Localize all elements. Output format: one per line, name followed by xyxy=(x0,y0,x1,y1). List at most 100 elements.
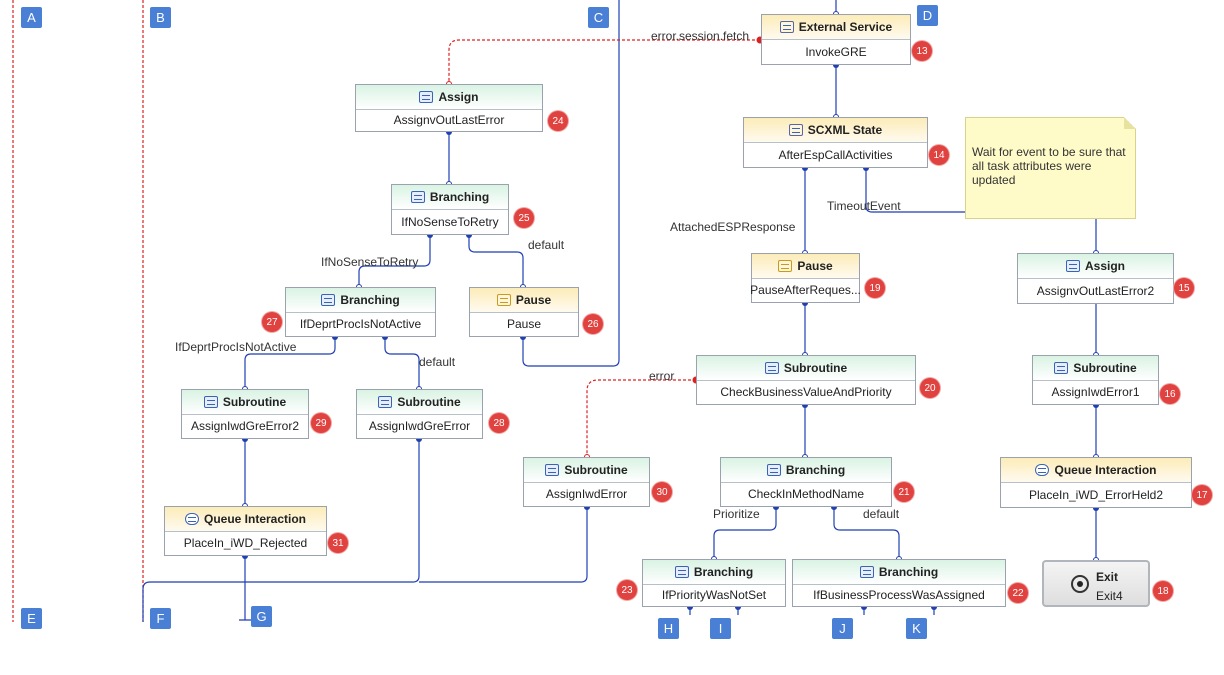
pause-icon xyxy=(496,294,511,306)
node-number-badge: 31 xyxy=(328,533,348,553)
node-number-badge: 26 xyxy=(583,314,603,334)
node-scxml-state-afterespcallactivities[interactable]: SCXML State AfterEspCallActivities xyxy=(743,117,928,168)
assign-icon xyxy=(1065,260,1080,272)
lane-marker-e[interactable]: E xyxy=(21,608,42,629)
node-number-badge: 16 xyxy=(1160,384,1180,404)
node-name: CheckInMethodName xyxy=(747,487,865,501)
subroutine-icon xyxy=(378,396,393,408)
node-queue-interaction-placein-iwd-errorheld2[interactable]: Queue Interaction PlaceIn_iWD_ErrorHeld2 xyxy=(1000,457,1192,508)
node-number-badge: 13 xyxy=(912,41,932,61)
node-type: Branching xyxy=(693,565,754,579)
node-type: Pause xyxy=(515,293,552,307)
node-branching-ifprioritywasnotset[interactable]: Branching IfPriorityWasNotSet xyxy=(642,559,786,607)
node-pause-pause[interactable]: Pause Pause xyxy=(469,287,579,337)
node-name: AssignIwdError1 xyxy=(1051,385,1140,399)
node-pause-pauseafterrequest[interactable]: Pause PauseAfterReques... xyxy=(750,253,861,303)
node-type: Queue Interaction xyxy=(1054,463,1157,477)
error-connector xyxy=(586,379,696,457)
node-number-badge: 28 xyxy=(489,413,509,433)
node-header: Subroutine xyxy=(1033,356,1158,381)
lane-marker-a[interactable]: A xyxy=(21,7,42,28)
subroutine-icon xyxy=(545,464,560,476)
node-exit-exit4[interactable]: Exit Exit4 xyxy=(1042,560,1150,607)
node-header: Subroutine xyxy=(182,390,308,415)
node-header: Branching xyxy=(286,288,435,313)
node-name: IfBusinessProcessWasAssigned xyxy=(813,588,985,602)
node-branching-checkinmethodname[interactable]: Branching CheckInMethodName xyxy=(720,457,892,507)
branching-icon xyxy=(859,566,874,578)
subroutine-icon xyxy=(203,396,218,408)
node-type: Exit xyxy=(1096,570,1119,584)
exit-icon xyxy=(1071,575,1089,593)
node-subroutine-assigniwderror1[interactable]: Subroutine AssignIwdError1 xyxy=(1032,355,1159,405)
node-subroutine-checkbusinessvalueandpriority[interactable]: Subroutine CheckBusinessValueAndPriority xyxy=(696,355,916,405)
node-name: AssignvOutLastError2 xyxy=(1036,283,1155,298)
node-branching-ifbusinessprocesswasassigned[interactable]: Branching IfBusinessProcessWasAssigned xyxy=(792,559,1006,607)
node-header: External Service xyxy=(762,15,910,40)
node-number-badge: 19 xyxy=(865,278,885,298)
queue-interaction-icon xyxy=(184,513,199,525)
edge-label: default xyxy=(419,355,456,369)
node-type: Assign xyxy=(1084,259,1125,273)
node-number-badge: 20 xyxy=(920,378,940,398)
node-number-badge: 18 xyxy=(1153,581,1173,601)
node-header: Pause xyxy=(470,288,578,313)
branching-icon xyxy=(766,464,781,476)
node-number-badge: 14 xyxy=(929,145,949,165)
edge-label: default xyxy=(863,507,900,521)
node-external-service-invokegre[interactable]: External Service InvokeGRE xyxy=(761,14,911,65)
node-name: Pause xyxy=(506,317,542,331)
node-queue-interaction-placein-iwd-rejected[interactable]: Queue Interaction PlaceIn_iWD_Rejected xyxy=(164,506,327,556)
lane-marker-k[interactable]: K xyxy=(906,618,927,639)
node-name: AfterEspCallActivities xyxy=(778,147,893,162)
node-branching-ifnosensetoretry[interactable]: Branching IfNoSenseToRetry xyxy=(391,184,509,235)
subroutine-icon xyxy=(1054,362,1069,374)
node-type: Assign xyxy=(438,90,479,104)
node-header: Assign xyxy=(356,85,542,110)
node-subroutine-assigniwdgreerror2[interactable]: Subroutine AssignIwdGreError2 xyxy=(181,389,309,439)
node-assign-assignvoutlasterror2[interactable]: Assign AssignvOutLastError2 xyxy=(1017,253,1174,304)
node-subroutine-assigniwdgreerror[interactable]: Subroutine AssignIwdGreError xyxy=(356,389,483,439)
annotation-note[interactable]: Wait for event to be sure that all task … xyxy=(965,117,1136,219)
lane-marker-d[interactable]: D xyxy=(917,5,938,26)
node-branching-ifdeprtprocisnotactive[interactable]: Branching IfDeprtProcIsNotActive xyxy=(285,287,436,337)
branching-icon xyxy=(674,566,689,578)
lane-marker-i[interactable]: I xyxy=(710,618,731,639)
lane-marker-f[interactable]: F xyxy=(150,608,171,629)
connector xyxy=(468,235,524,287)
edge-label: AttachedESPResponse xyxy=(670,220,796,234)
error-connector xyxy=(448,39,760,84)
node-name: AssignIwdError xyxy=(545,487,628,501)
node-number-badge: 22 xyxy=(1008,583,1028,603)
node-header: Subroutine xyxy=(697,356,915,381)
node-type: Subroutine xyxy=(222,395,287,409)
node-header: Queue Interaction xyxy=(1001,458,1191,483)
node-name: AssignvOutLastError xyxy=(393,113,505,127)
scxml-state-icon xyxy=(788,124,803,136)
node-header: Queue Interaction xyxy=(165,507,326,532)
node-type: Pause xyxy=(797,259,833,273)
lane-marker-c[interactable]: C xyxy=(588,7,609,28)
pause-icon xyxy=(778,260,793,272)
node-header: Branching xyxy=(793,560,1005,585)
node-name: AssignIwdGreError xyxy=(368,419,471,433)
lane-marker-h[interactable]: H xyxy=(658,618,679,639)
node-type: External Service xyxy=(798,20,893,34)
node-number-badge: 21 xyxy=(894,482,914,502)
node-name: CheckBusinessValueAndPriority xyxy=(720,385,892,399)
edge-label: error.session.fetch xyxy=(651,29,750,43)
node-subroutine-assigniwderror[interactable]: Subroutine AssignIwdError xyxy=(523,457,650,507)
node-assign-assignvoutlasterror[interactable]: Assign AssignvOutLastError xyxy=(355,84,543,132)
node-name: Exit4 xyxy=(1096,589,1123,603)
node-header: Subroutine xyxy=(357,390,482,415)
node-number-badge: 17 xyxy=(1192,485,1212,505)
lane-marker-j[interactable]: J xyxy=(832,618,853,639)
node-type: Branching xyxy=(429,190,490,204)
lane-marker-g[interactable]: G xyxy=(251,606,272,627)
edge-label: IfDeprtProcIsNotActive xyxy=(175,340,297,354)
node-name: IfPriorityWasNotSet xyxy=(661,588,767,602)
node-type: Subroutine xyxy=(1073,361,1137,375)
connector xyxy=(239,556,251,621)
lane-marker-b[interactable]: B xyxy=(150,7,171,28)
